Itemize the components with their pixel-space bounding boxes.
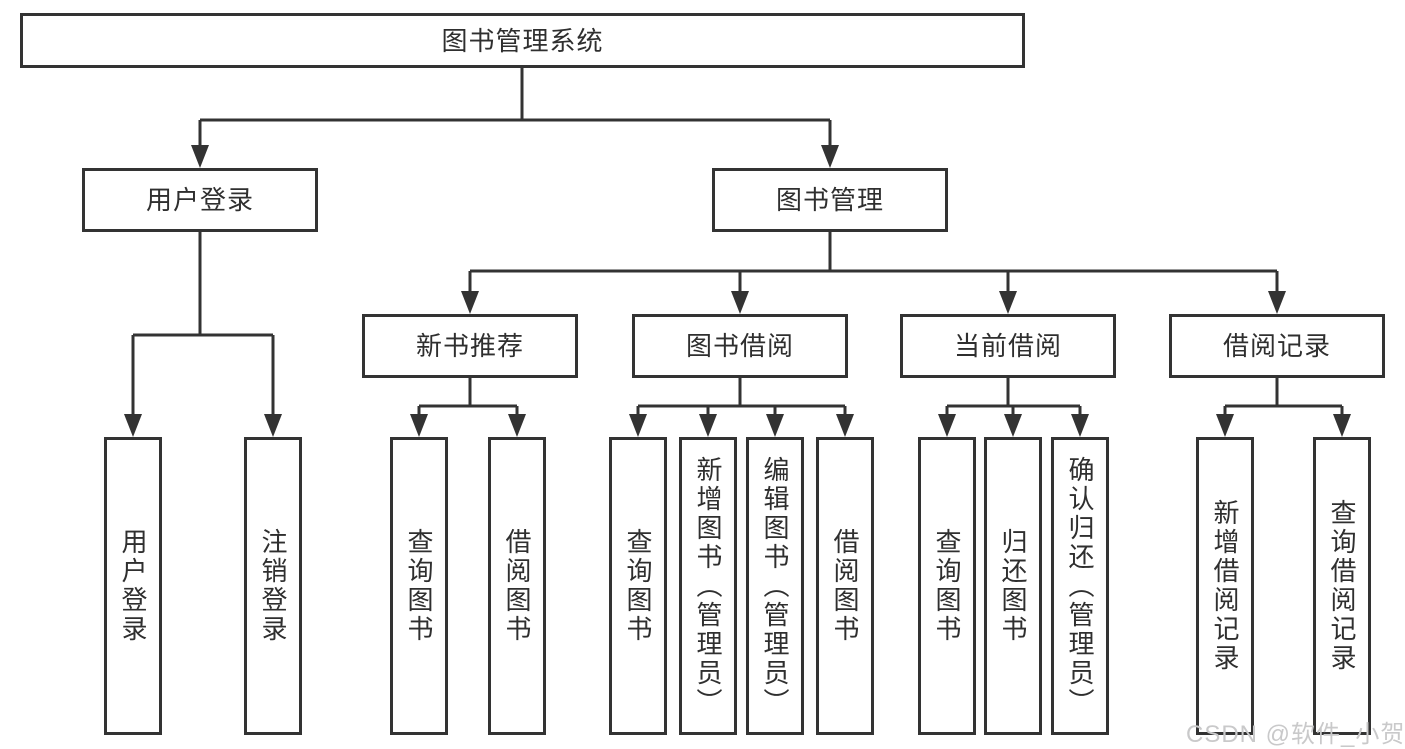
node-new-book-recommend-label: 新书推荐: [415, 331, 524, 361]
leaf-query-books-current-label: 查询图书: [932, 528, 962, 644]
leaf-logout: 注销登录: [244, 437, 302, 735]
node-current-borrowing-label: 当前借阅: [953, 331, 1062, 361]
leaf-borrow-books-recommend-label: 借阅图书: [502, 528, 532, 644]
node-new-book-recommend: 新书推荐: [362, 314, 578, 378]
leaf-add-book-admin-label: 新增图书（管理员）: [693, 455, 723, 717]
node-book-borrowing: 图书借阅: [632, 314, 848, 378]
leaf-user-login-label: 用户登录: [118, 528, 148, 644]
leaf-query-borrow-record: 查询借阅记录: [1313, 437, 1371, 735]
node-book-borrowing-label: 图书借阅: [685, 331, 794, 361]
leaf-query-books-recommend-label: 查询图书: [404, 528, 434, 644]
leaf-query-books-recommend: 查询图书: [390, 437, 448, 735]
node-borrowing-records: 借阅记录: [1169, 314, 1385, 378]
leaf-borrow-books-label: 借阅图书: [830, 528, 860, 644]
node-root: 图书管理系统: [20, 13, 1025, 68]
csdn-watermark: CSDN @软件_小贺同学: [1186, 721, 1405, 748]
leaf-borrow-books: 借阅图书: [816, 437, 874, 735]
leaf-query-books-borrowing-label: 查询图书: [623, 528, 653, 644]
connector-arrowheads: [124, 145, 1351, 437]
node-borrowing-records-label: 借阅记录: [1222, 331, 1331, 361]
node-user-login: 用户登录: [82, 168, 318, 232]
leaf-edit-book-admin: 编辑图书（管理员）: [746, 437, 804, 735]
leaf-add-borrow-record-label: 新增借阅记录: [1210, 499, 1240, 673]
leaf-logout-label: 注销登录: [258, 528, 288, 644]
leaf-query-borrow-record-label: 查询借阅记录: [1327, 499, 1357, 673]
node-current-borrowing: 当前借阅: [900, 314, 1116, 378]
node-user-login-label: 用户登录: [145, 185, 254, 215]
leaf-return-books-label: 归还图书: [998, 528, 1028, 644]
connector-paths: [131, 68, 1344, 416]
leaf-query-books-current: 查询图书: [918, 437, 976, 735]
leaf-query-books-borrowing: 查询图书: [609, 437, 667, 735]
leaf-user-login: 用户登录: [104, 437, 162, 735]
node-book-management-label: 图书管理: [775, 185, 884, 215]
node-root-label: 图书管理系统: [441, 25, 604, 56]
leaf-confirm-return-admin: 确认归还（管理员）: [1051, 437, 1109, 735]
leaf-return-books: 归还图书: [984, 437, 1042, 735]
leaf-edit-book-admin-label: 编辑图书（管理员）: [760, 455, 790, 717]
leaf-borrow-books-recommend: 借阅图书: [488, 437, 546, 735]
leaf-confirm-return-admin-label: 确认归还（管理员）: [1065, 455, 1095, 717]
leaf-add-borrow-record: 新增借阅记录: [1196, 437, 1254, 735]
leaf-add-book-admin: 新增图书（管理员）: [679, 437, 737, 735]
node-book-management: 图书管理: [712, 168, 948, 232]
